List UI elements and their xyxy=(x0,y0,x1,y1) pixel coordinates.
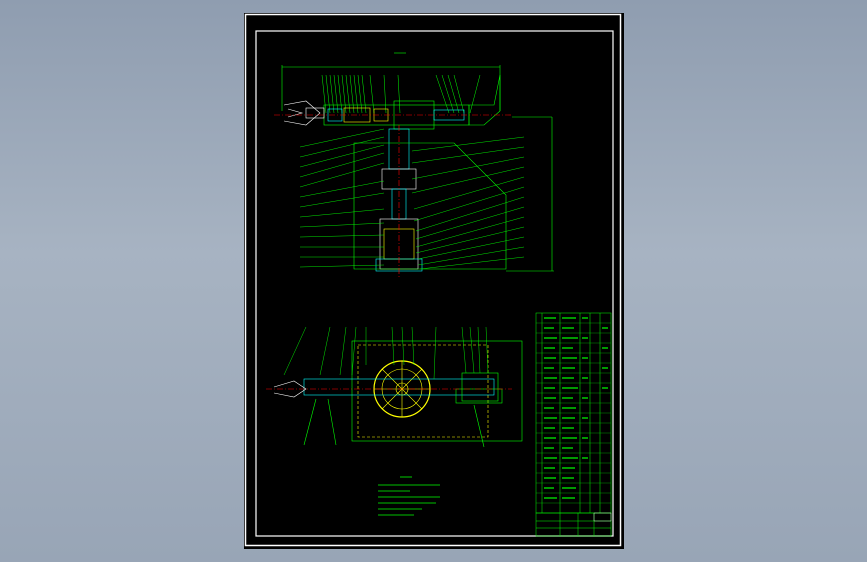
front-elevation-view xyxy=(274,52,554,279)
sheet-border xyxy=(244,13,622,547)
parts-list-table xyxy=(535,312,612,514)
drawing-frame xyxy=(255,30,614,537)
plan-view xyxy=(266,326,523,448)
title-block xyxy=(535,512,612,537)
drawing-sheet[interactable] xyxy=(244,13,624,549)
mechanical-drawing xyxy=(244,13,622,547)
technical-notes xyxy=(378,476,440,516)
